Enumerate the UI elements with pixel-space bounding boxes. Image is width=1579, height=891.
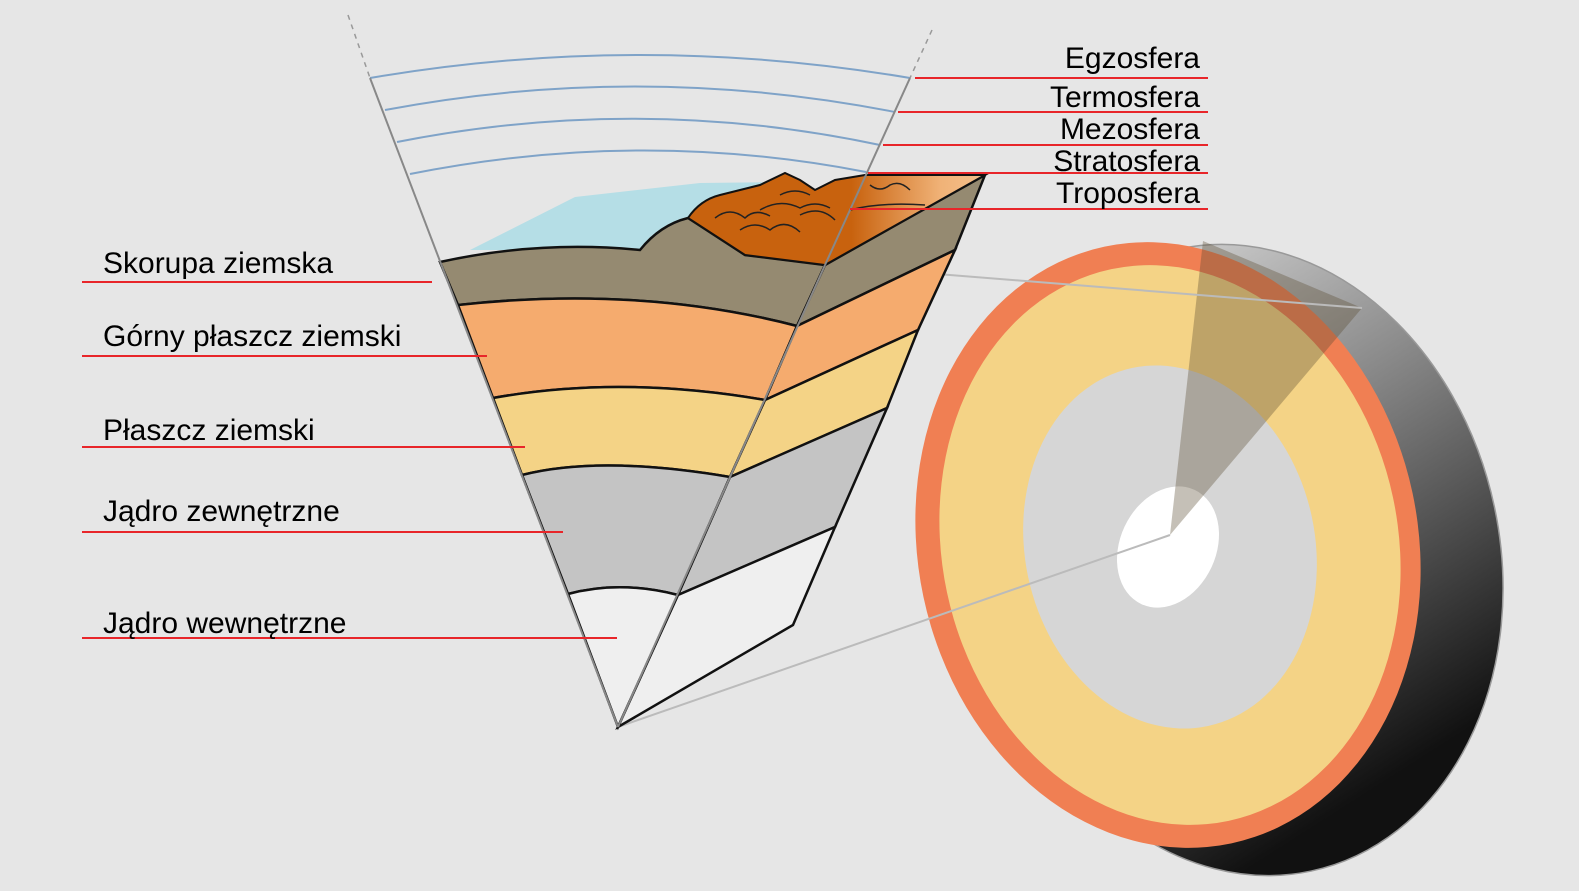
label-jadro-zewnetrzne: Jądro zewnętrzne xyxy=(103,495,340,528)
atmosphere xyxy=(347,14,933,175)
connector-bottom xyxy=(617,534,1171,728)
ocean xyxy=(470,182,780,250)
mezosfera-arc xyxy=(396,117,881,146)
earth-sphere xyxy=(617,241,1504,877)
label-skorupa: Skorupa ziemska xyxy=(103,247,333,280)
stratosfera-arc xyxy=(409,149,867,175)
sphere-cutout xyxy=(1170,241,1362,535)
label-termosfera: Termosfera xyxy=(1050,81,1200,114)
upper-mantle-layer xyxy=(456,297,799,402)
label-plaszcz: Płaszcz ziemski xyxy=(103,414,315,447)
atmosphere-labels: Egzosfera Termosfera Mezosfera Stratosfe… xyxy=(1050,42,1200,210)
leader-lines xyxy=(82,77,1208,639)
label-gorny-plaszcz: Górny płaszcz ziemski xyxy=(103,320,401,353)
label-troposfera: Troposfera xyxy=(1056,177,1200,210)
label-egzosfera: Egzosfera xyxy=(1065,42,1200,75)
termosfera-arc xyxy=(384,85,896,113)
label-stratosfera: Stratosfera xyxy=(1053,145,1200,178)
label-mezosfera: Mezosfera xyxy=(1060,113,1200,146)
mantle-layer xyxy=(491,385,767,479)
sphere-inner-core xyxy=(1116,486,1220,608)
egzosfera-arc xyxy=(369,54,911,79)
earth-wedge xyxy=(369,77,989,731)
mountains xyxy=(686,171,989,267)
earth-labels: Skorupa ziemska Górny płaszcz ziemski Pł… xyxy=(103,247,401,640)
label-jadro-wewnetrzne: Jądro wewnętrzne xyxy=(103,607,346,640)
